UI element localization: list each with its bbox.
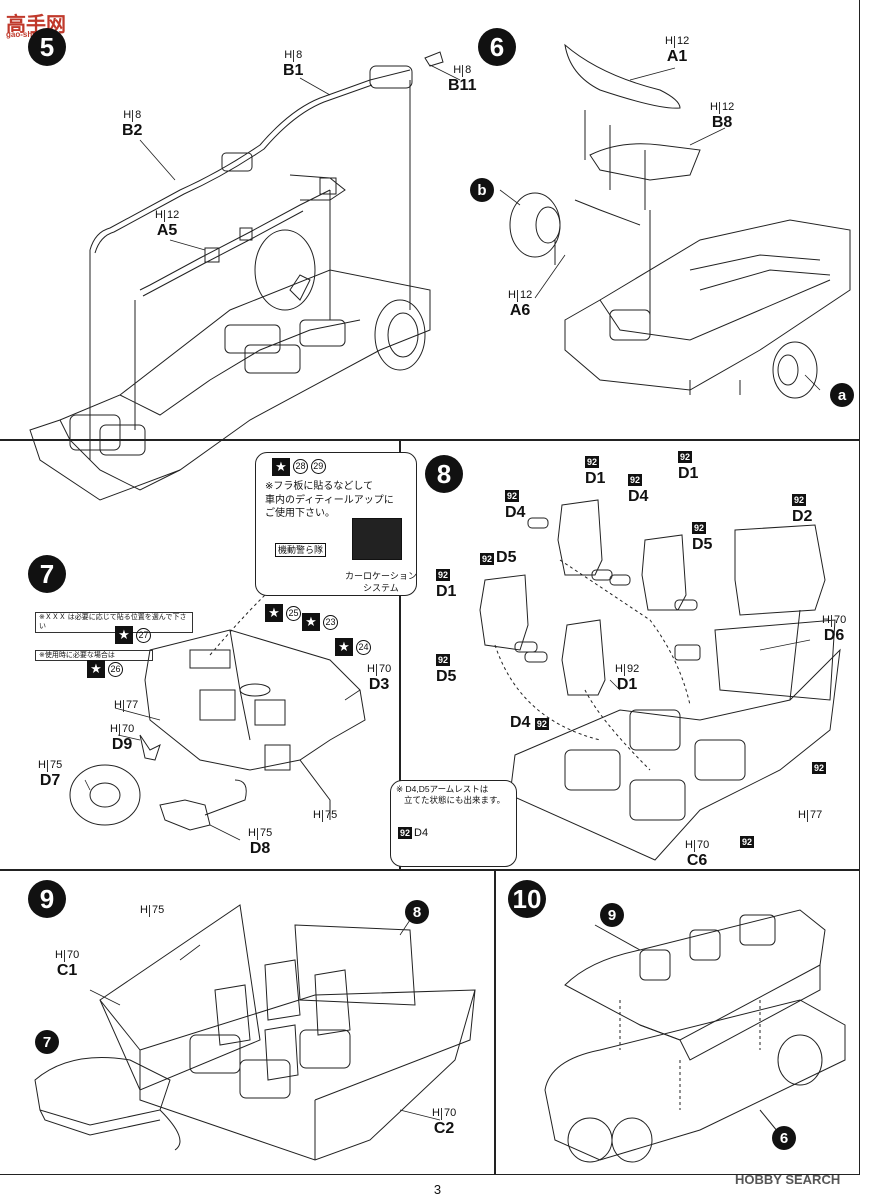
step-8-panel [400, 440, 860, 870]
step-5-6-panel [0, 0, 860, 440]
decal-25: 25 [286, 606, 301, 621]
hobby-search-watermark: HOBBY SEARCH [735, 1172, 841, 1187]
step-5-number: 5 [28, 28, 66, 66]
step-10-panel [495, 870, 860, 1175]
car-nav-display-icon [352, 518, 402, 560]
decal-26: 26 [108, 662, 123, 677]
color-92-marker: 92 [740, 836, 755, 848]
decal-star-icon: ★ [335, 638, 353, 656]
step5-chassis-drawing [29, 51, 444, 501]
step-9-number: 9 [28, 880, 66, 918]
color-92-marker: 92 [812, 762, 827, 774]
ref-step-6: 6 [772, 1126, 796, 1150]
leader-lines [84, 64, 821, 1121]
decal-star-icon: ★ [302, 613, 320, 631]
armrest-note-text: ※ D4,D5アームレストは 立てた状態にも出来ます。 [396, 784, 506, 806]
step-7-panel [0, 440, 400, 870]
ref-step-9: 9 [600, 903, 624, 927]
decal-sticker-label: 機動警ら隊 [275, 543, 327, 558]
decal-star-icon: ★ [272, 458, 290, 476]
car-nav-caption: カーロケーション システム [345, 571, 417, 594]
step10-complete-drawing [544, 909, 846, 1163]
decal-star-icon: ★ [115, 626, 133, 644]
page-number: 3 [433, 1182, 442, 1197]
decal-star-icon: ★ [265, 604, 283, 622]
step-10-number: 10 [508, 880, 546, 918]
ref-step-7: 7 [35, 1030, 59, 1054]
armrest-note-bubble [390, 780, 517, 867]
step6-chassis-drawing [509, 43, 851, 399]
dash-note-1: ※ＸＸＸ は必要に応じて貼る位置を選んで下さい [35, 612, 193, 633]
decal-24: 24 [356, 640, 371, 655]
marker-a: a [830, 383, 854, 407]
decal-23: 23 [323, 615, 338, 630]
step7-dashboard-drawing [69, 579, 366, 831]
step-6-number: 6 [478, 28, 516, 66]
decal-27: 27 [136, 628, 151, 643]
step-7-number: 7 [28, 555, 66, 593]
decal-note-text: ※フラ板に貼るなどして 車内のディティールアップに ご使用下さい。 [265, 481, 394, 519]
part-D4: D4 92 [510, 714, 549, 731]
marker-b: b [470, 178, 494, 202]
step-9-panel [0, 870, 495, 1175]
decal-star-icon: ★ [87, 660, 105, 678]
decal-numbers: 28 29 [293, 459, 326, 474]
step8-seats-drawing [479, 499, 841, 861]
step-8-number: 8 [425, 455, 463, 493]
ref-step-8: 8 [405, 900, 429, 924]
step9-interior-drawing [34, 904, 476, 1161]
